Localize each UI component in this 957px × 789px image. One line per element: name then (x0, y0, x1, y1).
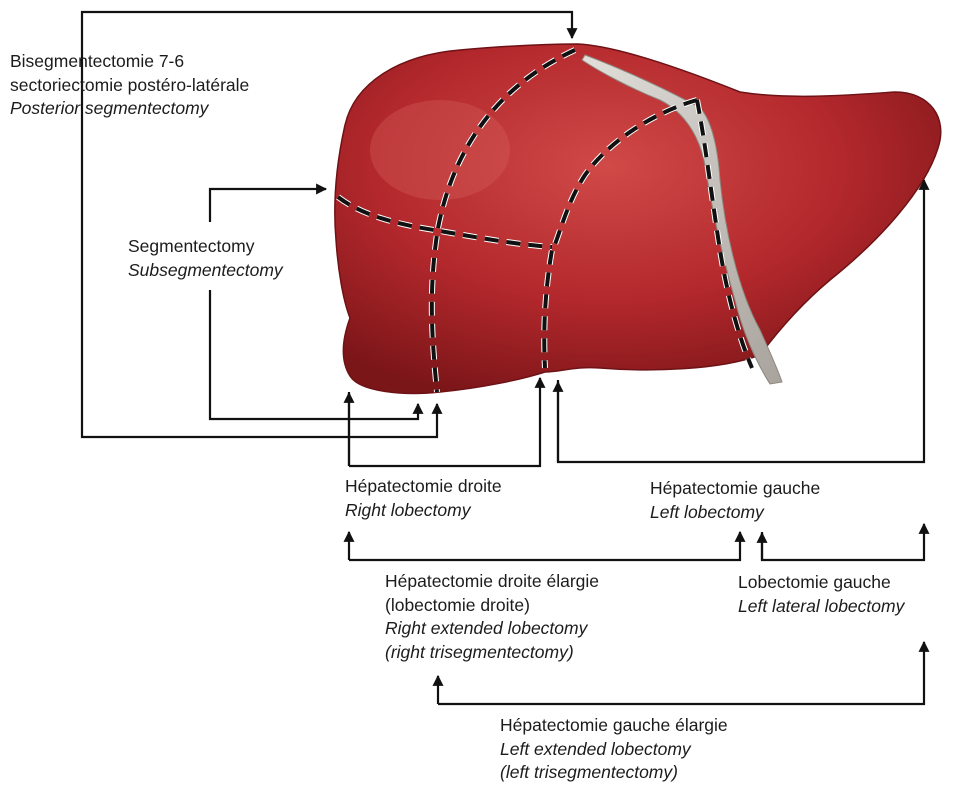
liver-shape (335, 44, 941, 393)
label-segmentectomy: Segmentectomy Subsegmentectomy (128, 235, 283, 282)
label-posterior-segmentectomy: Bisegmentectomie 7-6 sectoriectomie post… (10, 50, 249, 121)
label-left-extended-lobectomy: Hépatectomie gauche élargie Left extende… (500, 714, 728, 785)
left-extended-fr: Hépatectomie gauche élargie (500, 714, 728, 738)
arrow-right-extended (349, 532, 740, 560)
label-right-extended-lobectomy: Hépatectomie droite élargie (lobectomie … (385, 570, 599, 664)
posterior-fr-line2: sectoriectomie postéro-latérale (10, 74, 249, 98)
left-extended-en-line2: (left trisegmentectomy) (500, 761, 728, 785)
left-lobectomy-en: Left lobectomy (650, 501, 820, 525)
segmentectomy-en: Subsegmentectomy (128, 259, 283, 283)
right-lobectomy-en: Right lobectomy (345, 499, 502, 523)
left-lobectomy-fr: Hépatectomie gauche (650, 477, 820, 501)
arrow-left-lateral (762, 524, 924, 560)
right-lobectomy-fr: Hépatectomie droite (345, 475, 502, 499)
label-right-lobectomy: Hépatectomie droite Right lobectomy (345, 475, 502, 522)
posterior-fr-line1: Bisegmentectomie 7-6 (10, 50, 249, 74)
posterior-en: Posterior segmentectomy (10, 97, 249, 121)
right-extended-fr-line1: Hépatectomie droite élargie (385, 570, 599, 594)
right-extended-en-line1: Right extended lobectomy (385, 617, 599, 641)
label-left-lateral-lobectomy: Lobectomie gauche Left lateral lobectomy (738, 571, 904, 618)
liver-highlight (370, 100, 510, 200)
left-lateral-fr: Lobectomie gauche (738, 571, 904, 595)
segmentectomy-fr: Segmentectomy (128, 235, 283, 259)
right-extended-en-line2: (right trisegmentectomy) (385, 641, 599, 665)
label-left-lobectomy: Hépatectomie gauche Left lobectomy (650, 477, 820, 524)
left-lateral-en: Left lateral lobectomy (738, 595, 904, 619)
left-extended-en-line1: Left extended lobectomy (500, 738, 728, 762)
right-extended-fr-line2: (lobectomie droite) (385, 594, 599, 618)
arrow-segmentectomy-top (210, 189, 326, 222)
